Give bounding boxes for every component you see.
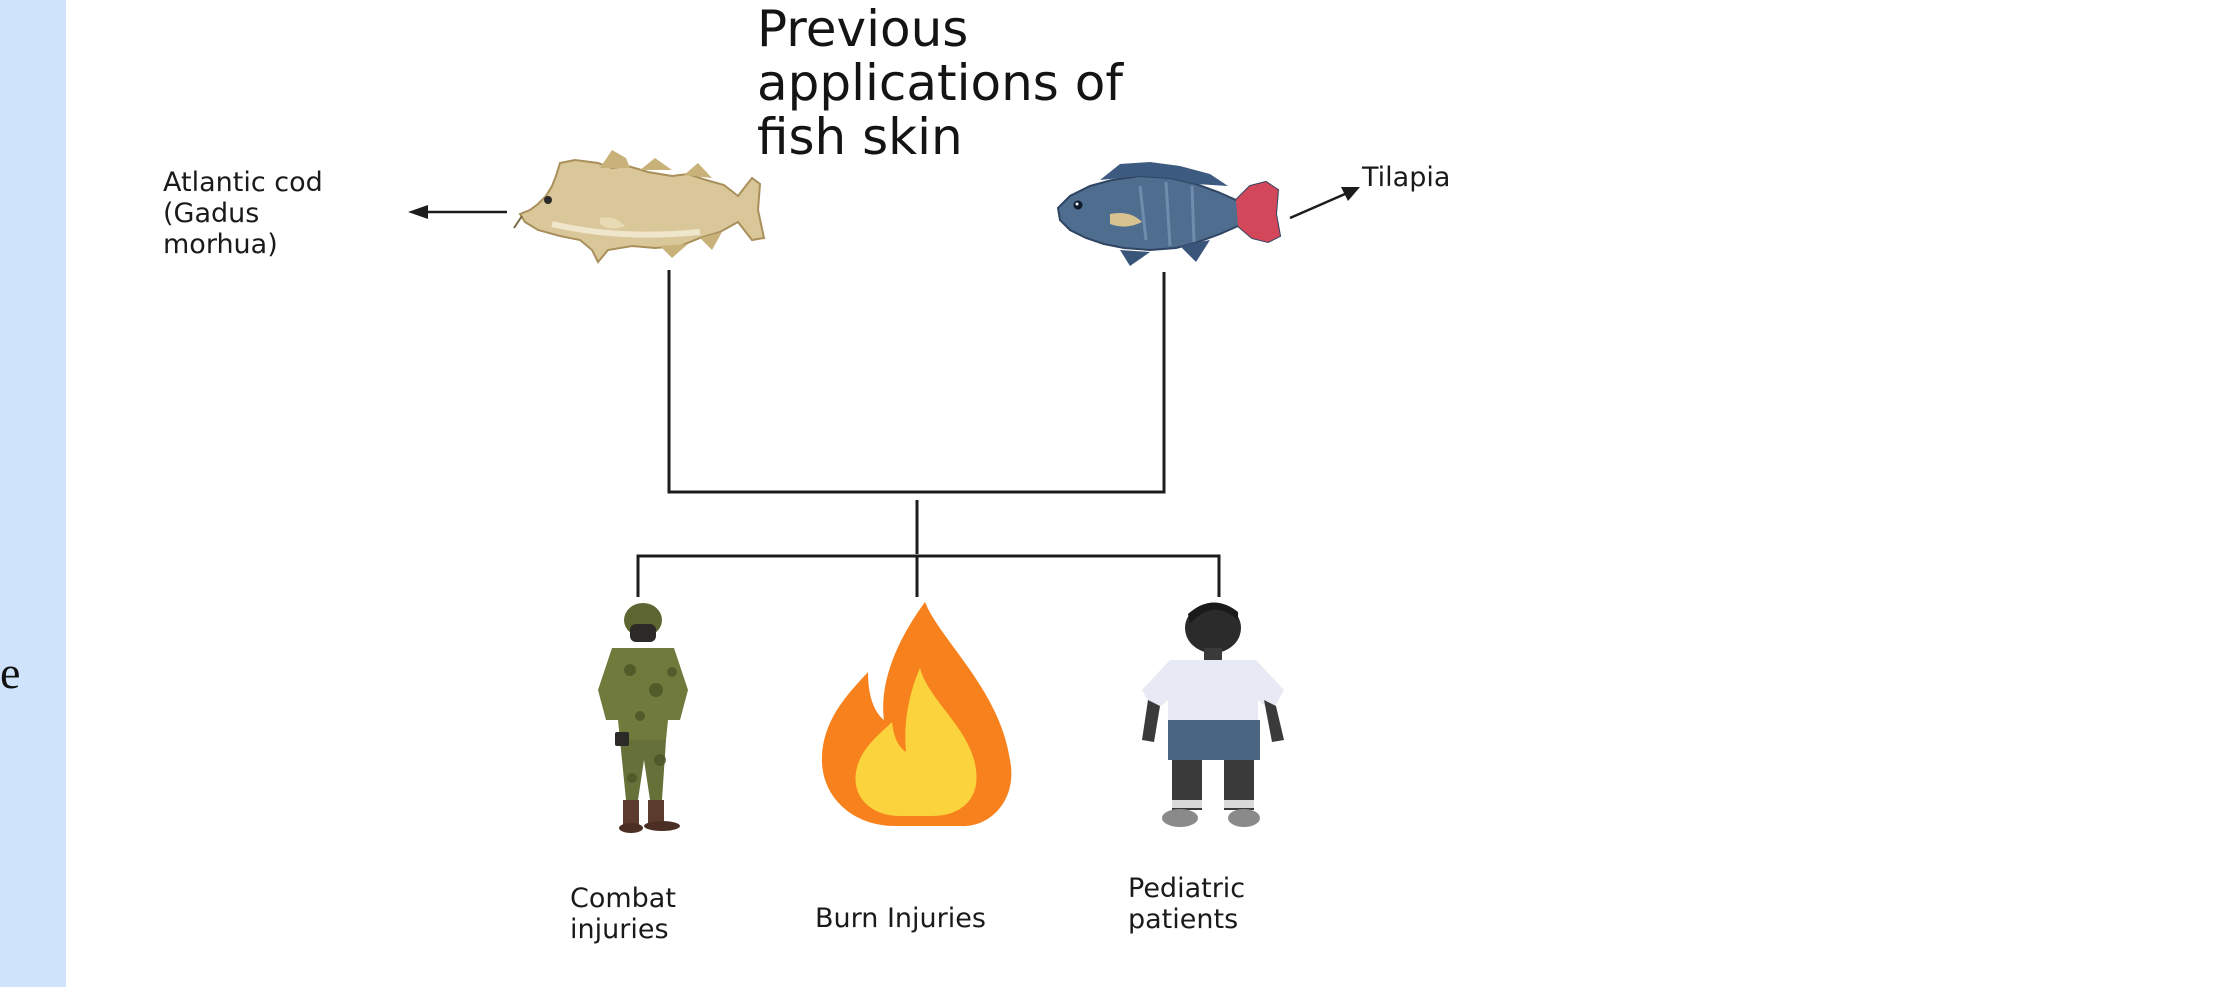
tilapia-label: Tilapia — [1362, 162, 1450, 193]
connector-lines — [638, 270, 1219, 597]
cod-arrow — [408, 205, 507, 219]
connector-branch-bar — [638, 556, 1219, 597]
tilapia-fish-icon — [1058, 162, 1280, 266]
cod-label: Atlantic cod (Gadus morhua) — [163, 167, 403, 260]
cod-fish-icon — [514, 150, 764, 262]
connector-fish-to-junction — [669, 270, 1164, 492]
soldier-icon — [598, 603, 688, 833]
combat-injuries-label: Combat injuries — [570, 883, 730, 945]
pediatric-patients-label: Pediatric patients — [1128, 873, 1308, 935]
flame-icon — [822, 602, 1011, 826]
tilapia-arrow — [1290, 187, 1360, 218]
burn-injuries-label: Burn Injuries — [815, 903, 986, 934]
child-icon — [1142, 602, 1284, 827]
diagram-title: Previous applications of fish skin — [757, 2, 1237, 164]
